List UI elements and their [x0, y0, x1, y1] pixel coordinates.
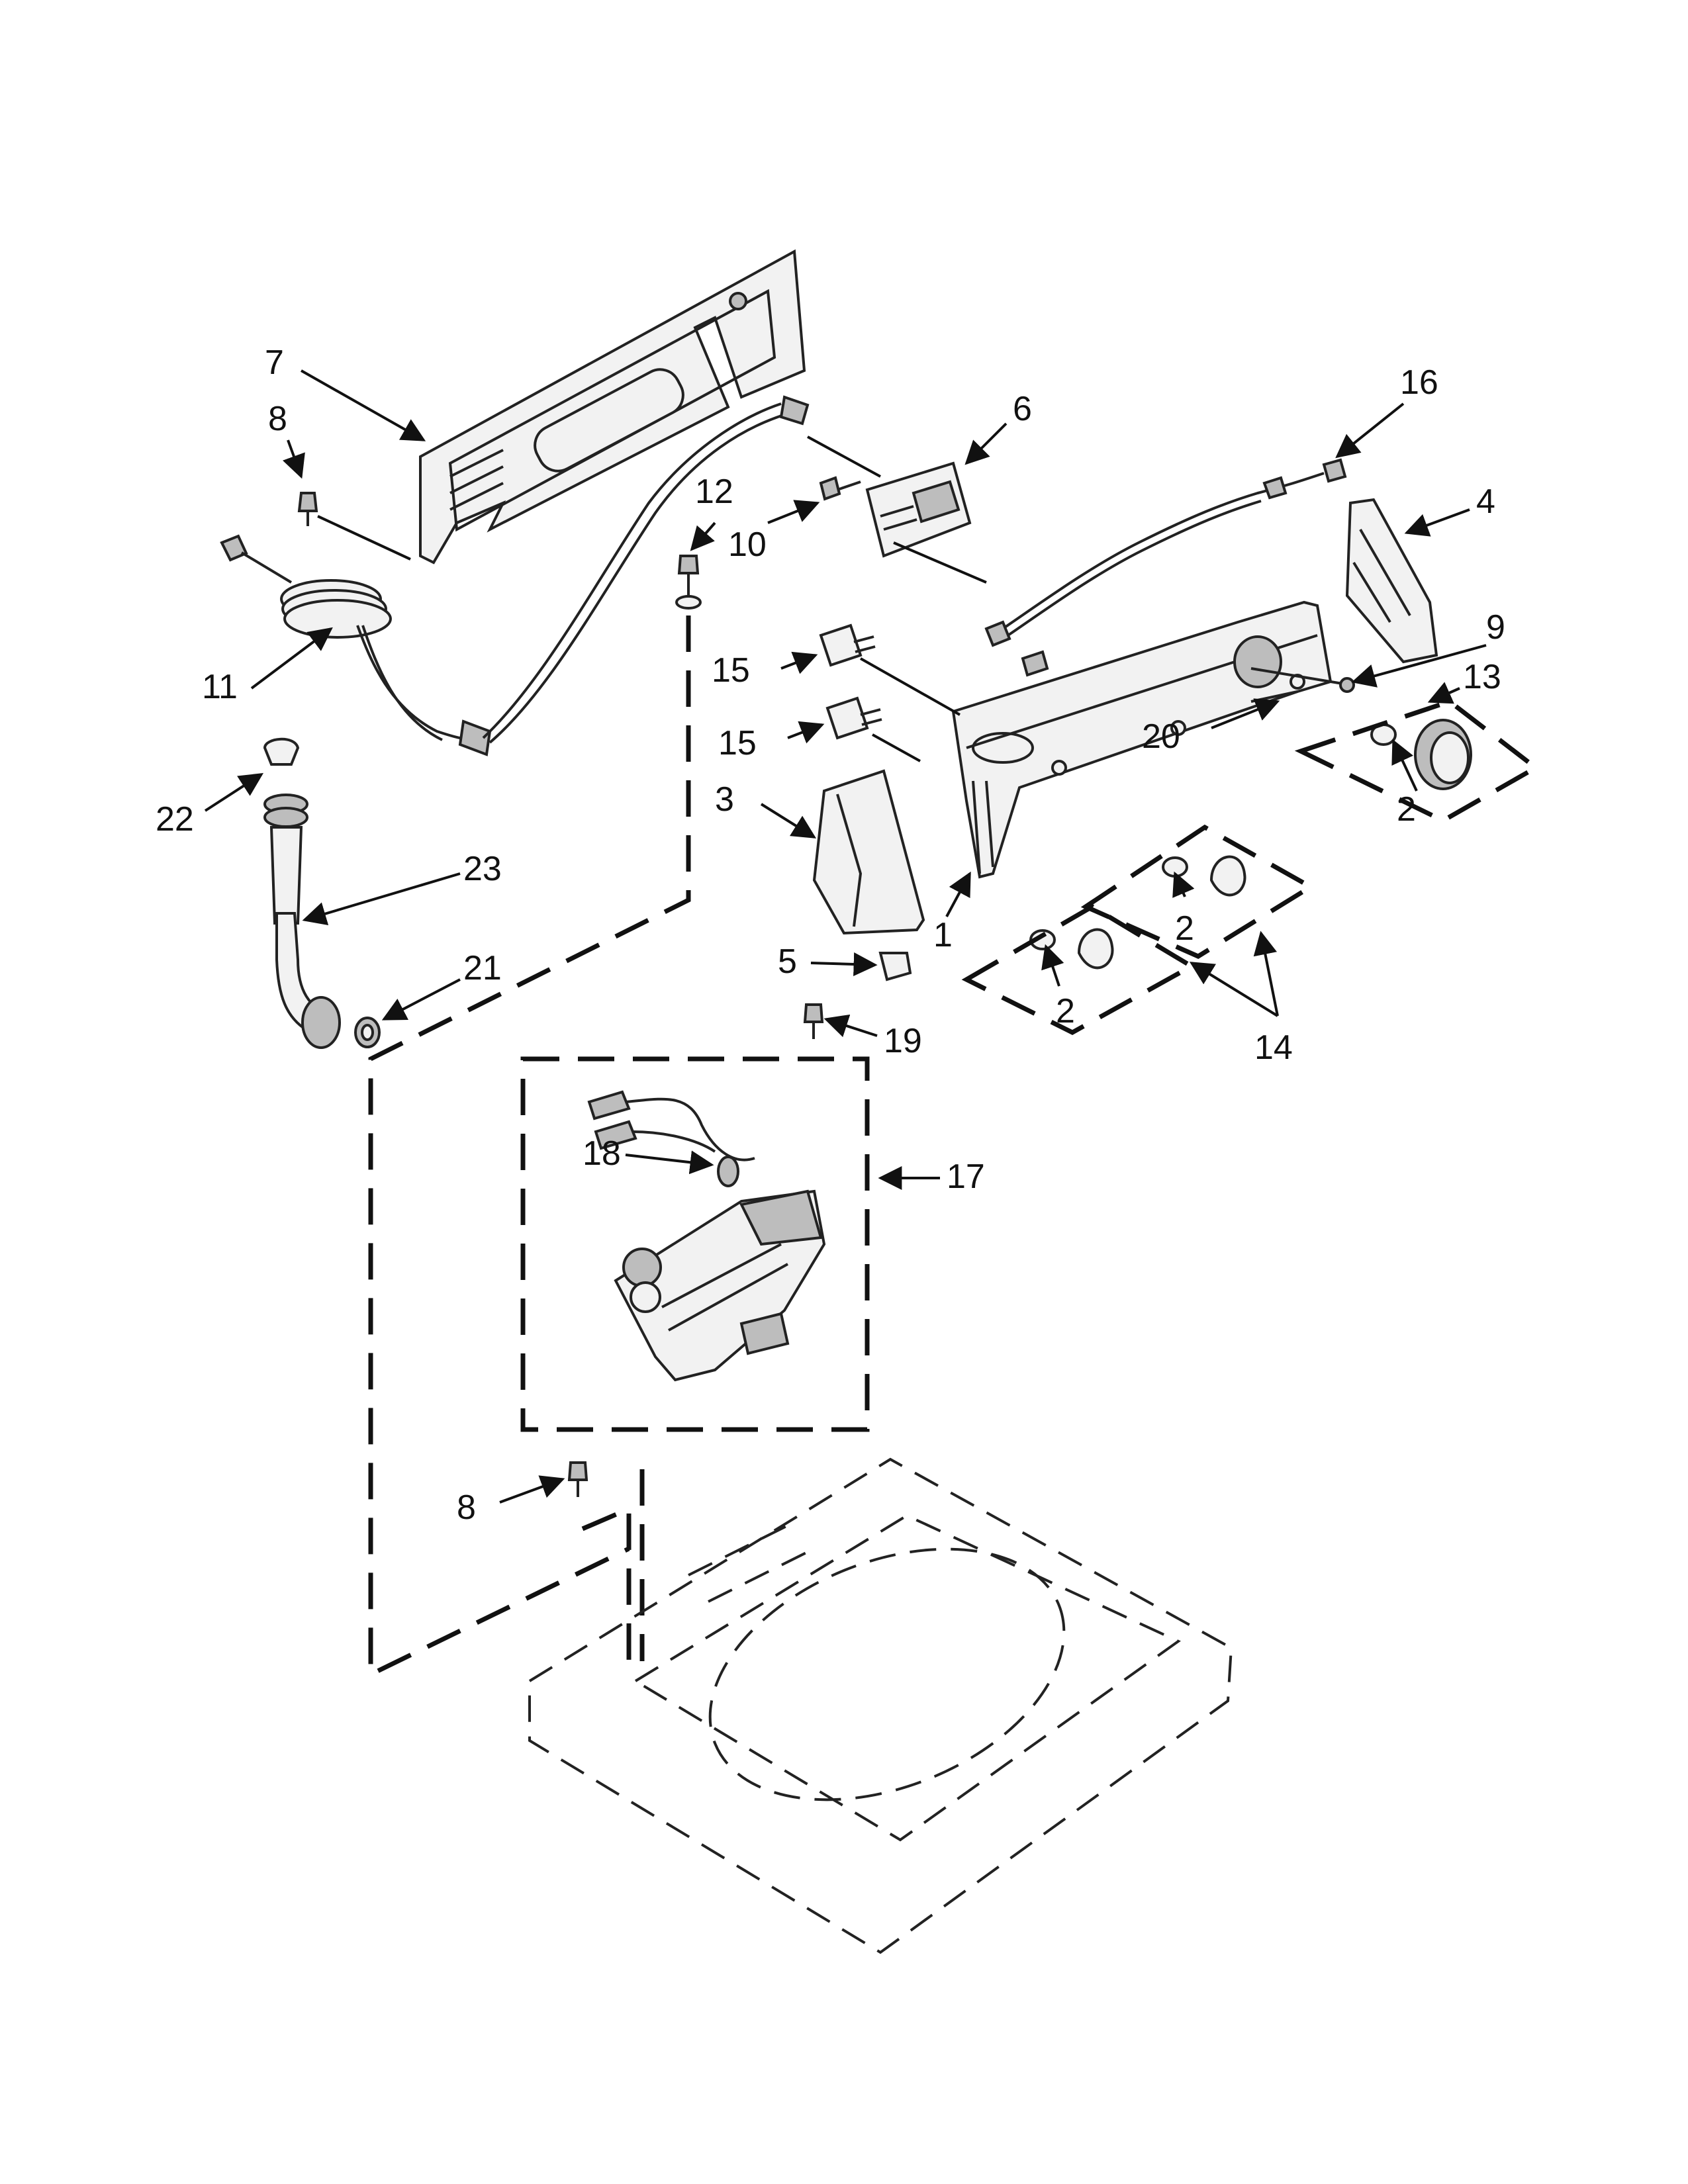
- callout-20: 20: [1142, 717, 1180, 756]
- callout-12: 12: [695, 473, 733, 511]
- callout-1: 1: [933, 916, 953, 954]
- callout-18: 18: [583, 1134, 621, 1173]
- callout-13: 13: [1463, 658, 1501, 696]
- callout-2-middle: 2: [1175, 909, 1194, 948]
- control-board-screw: [819, 476, 861, 501]
- callout-17: 17: [947, 1158, 985, 1196]
- knob-right: [1370, 719, 1472, 790]
- callout-14: 14: [1254, 1028, 1293, 1067]
- console-cover: [812, 769, 925, 935]
- leader-lines: [204, 369, 1487, 1504]
- callout-2-right: 2: [1397, 790, 1416, 829]
- callout-16: 16: [1400, 363, 1438, 402]
- callout-21: 21: [463, 949, 502, 987]
- knob-middle: [1162, 855, 1246, 897]
- callout-22: 22: [156, 800, 194, 839]
- switch-lower: [825, 696, 882, 740]
- screw-lower: [567, 1461, 588, 1497]
- callout-8: 8: [268, 400, 287, 438]
- callout-11: 11: [202, 668, 238, 706]
- hose-washer: [354, 1017, 381, 1048]
- callout-7: 7: [265, 343, 284, 382]
- callout-23: 23: [463, 850, 502, 888]
- switch-upper: [819, 623, 876, 667]
- callout-labels: 7 8 12 6 10 16 4 9 13 20 2 2 2 14 15 15 …: [156, 343, 1505, 1527]
- ground-screw: [675, 555, 702, 610]
- inlet-filter: [263, 737, 300, 766]
- screw-upper: [297, 492, 318, 526]
- wire-harness: [984, 458, 1347, 677]
- cabinet-top: [528, 1457, 1233, 1954]
- control-board: [865, 461, 972, 558]
- water-valve: [614, 1189, 826, 1382]
- callout-19: 19: [884, 1022, 922, 1060]
- callout-15-lower: 15: [718, 724, 757, 762]
- inlet-hose: [263, 794, 341, 1049]
- callout-2-left: 2: [1056, 992, 1075, 1030]
- callout-5: 5: [778, 942, 797, 981]
- callout-8-lower: 8: [457, 1488, 476, 1527]
- callout-6: 6: [1013, 390, 1032, 428]
- valve-harness: [587, 1090, 755, 1187]
- console-main: [951, 600, 1333, 879]
- callout-4: 4: [1476, 482, 1495, 521]
- callout-10: 10: [728, 525, 767, 564]
- console-end-cap: [1345, 498, 1438, 664]
- callout-3: 3: [715, 780, 734, 819]
- console-rear-panel: [419, 249, 806, 565]
- valve-screw: [803, 1003, 824, 1039]
- callout-15-upper: 15: [712, 651, 750, 690]
- console-clip: [878, 952, 912, 981]
- power-cord: [220, 395, 810, 756]
- callout-9: 9: [1486, 608, 1505, 647]
